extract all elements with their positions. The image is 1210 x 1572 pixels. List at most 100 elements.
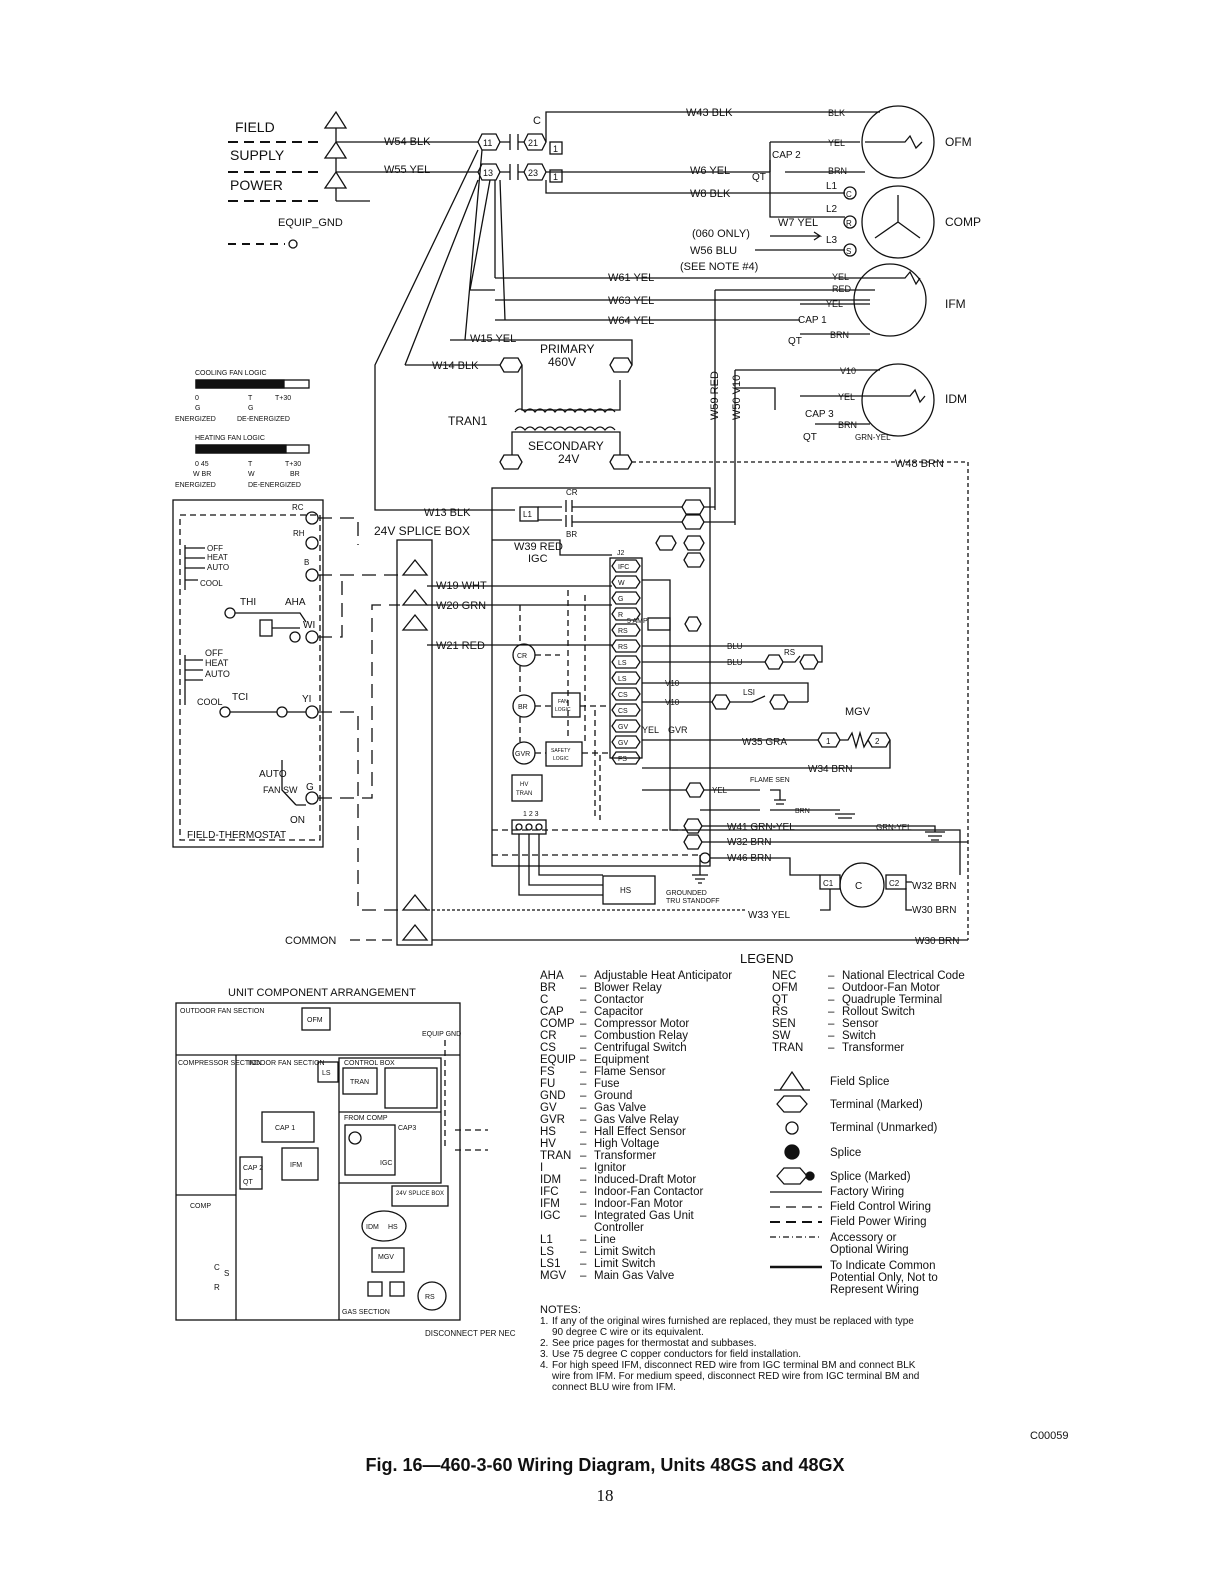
legend-abbrev: L1	[540, 1234, 553, 1246]
legend-row: NEC–National Electrical Code	[772, 970, 992, 982]
gas-section-label: GAS SECTION	[342, 1309, 390, 1316]
legend-description: Gas Valve	[594, 1102, 647, 1114]
060-only-label: (060 ONLY)	[692, 228, 750, 240]
wire-color-label: YEL	[712, 786, 728, 795]
note-text: If any of the original wires furnished a…	[552, 1316, 914, 1338]
legend-description: Integrated Gas Unit Controller	[594, 1210, 694, 1234]
legend-row: FU–Fuse	[540, 1078, 744, 1090]
note-text: Use 75 degree C copper conductors for fi…	[552, 1349, 802, 1360]
legend-description: Induced-Draft Motor	[594, 1174, 697, 1186]
legend-common-potential: To Indicate Common Potential Only, Not t…	[830, 1260, 938, 1296]
legend-row: SEN–Sensor	[772, 1018, 992, 1030]
outdoor-fan-section-label: OUTDOOR FAN SECTION	[180, 1008, 264, 1015]
wire-color-label: RED	[832, 284, 852, 294]
mgv-label: MGV	[845, 706, 871, 718]
notes-title: NOTES:	[540, 1304, 581, 1316]
tci-label: TCI	[232, 692, 248, 703]
arr-splice-box-label: 24V SPLICE BOX	[396, 1191, 444, 1197]
svg-text:CR: CR	[517, 653, 527, 660]
arr-ifm-label: IFM	[290, 1162, 302, 1169]
legend-abbrev: AHA	[540, 970, 564, 982]
field-splice-icon	[774, 1070, 810, 1091]
svg-text:C2: C2	[889, 879, 900, 888]
qt-label: QT	[803, 432, 817, 443]
460v-label: 460V	[548, 355, 576, 369]
arr-idm-label: IDM	[366, 1224, 379, 1231]
field-splice-icon	[323, 170, 348, 201]
auto-label: AUTO	[205, 669, 230, 679]
splice-icon	[784, 1144, 800, 1160]
igc-terminal-label: IFC	[618, 564, 629, 571]
wire-w41: W41 GRN-YEL	[727, 822, 795, 833]
field-thermostat-label: FIELD-THERMOSTAT	[187, 830, 286, 841]
secondary-label: SECONDARY	[528, 439, 604, 453]
wire-color-label: BLK	[828, 108, 845, 118]
legend-abbrev: IFC	[540, 1186, 559, 1198]
note-item: 4.For high speed IFM, disconnect RED wir…	[540, 1360, 920, 1393]
splice-marked-icon	[776, 1167, 808, 1185]
wire-w15: W15 YEL	[470, 333, 516, 345]
legend-abbrev: TRAN	[772, 1042, 804, 1054]
fan-logic-block: COOLING FAN LOGIC 0 T T+30 G G ENERGIZED…	[175, 370, 310, 489]
note-text: See price pages for thermostat and subba…	[552, 1338, 757, 1349]
de-energized-label: DE-ENERGIZED	[248, 482, 301, 489]
legend-abbrev: IGC	[540, 1210, 561, 1222]
grounded-label: GROUNDED	[666, 890, 707, 897]
qt-terminal-icon	[549, 141, 563, 155]
qt-label: QT	[752, 172, 766, 183]
legend-symbols	[770, 1070, 822, 1269]
wire-color-label: GRN-YEL	[876, 823, 912, 832]
igc-terminal-label: GV	[618, 724, 628, 731]
j2-label: J2	[617, 550, 625, 557]
wire-w34: W34 BRN	[808, 764, 852, 775]
legend-row: GVR–Gas Valve Relay	[540, 1114, 744, 1126]
igc-terminal-icon	[611, 607, 641, 621]
wire-color-label: YEL	[828, 138, 845, 148]
legend-abbrev: LS1	[540, 1258, 561, 1270]
legend-factory-wiring: Factory Wiring	[830, 1186, 905, 1198]
cooling-fan-logic-label: COOLING FAN LOGIC	[195, 370, 267, 377]
hv-tran-box	[511, 774, 543, 802]
wire-w30-right: W30 BRN	[912, 905, 956, 916]
comp-motor: C L1 L2 R W7 YEL S L3 COMP (060 ONLY) W5…	[680, 160, 981, 273]
legend-description: Indoor-Fan Contactor	[594, 1186, 704, 1198]
legend-row: LS1–Limit Switch	[540, 1258, 744, 1270]
svg-text:S: S	[224, 1269, 229, 1278]
igc-terminal-icon	[611, 735, 641, 749]
legend-terminal-unmarked: Terminal (Unmarked)	[830, 1122, 938, 1134]
wire-color-label: BLU	[727, 642, 743, 651]
legend-row: HV–High Voltage	[540, 1138, 744, 1150]
svg-text:HV: HV	[520, 782, 528, 788]
svg-text:11: 11	[483, 138, 492, 148]
thi-label: THI	[240, 597, 256, 608]
l1-label: L1	[826, 181, 838, 192]
legend-abbrev: NEC	[772, 970, 797, 982]
legend-description: Centrifugal Switch	[594, 1042, 687, 1054]
qt-terminal-icon	[549, 169, 563, 183]
arr-igc-label: IGC	[380, 1160, 392, 1167]
legend-abbrev: HS	[540, 1126, 556, 1138]
energized-label: ENERGIZED	[175, 482, 216, 489]
legend-row: RS–Rollout Switch	[772, 1006, 992, 1018]
legend-row: EQUIP–Equipment	[540, 1054, 744, 1066]
svg-text:BR: BR	[518, 704, 528, 711]
legend-description: Combustion Relay	[594, 1030, 688, 1042]
legend-description: Limit Switch	[594, 1246, 656, 1258]
igc-terminal-icon	[611, 559, 641, 573]
legend-description: Indoor-Fan Motor	[594, 1198, 683, 1210]
legend-row: LS–Limit Switch	[540, 1246, 744, 1258]
svg-text:1 2 3: 1 2 3	[523, 811, 539, 818]
legend-abbrev: GV	[540, 1102, 557, 1114]
terminal-marked-icon	[776, 1095, 808, 1113]
wire-w63: W63 YEL	[608, 295, 654, 307]
splice-box-label: 24V SPLICE BOX	[374, 524, 470, 538]
legend-row: QT–Quadruple Terminal	[772, 994, 992, 1006]
wire-color-label: YEL	[838, 392, 855, 402]
terminal-460-icon	[609, 357, 633, 373]
wire-color-label: BRN	[795, 808, 810, 815]
legend-row: C–Contactor	[540, 994, 744, 1006]
